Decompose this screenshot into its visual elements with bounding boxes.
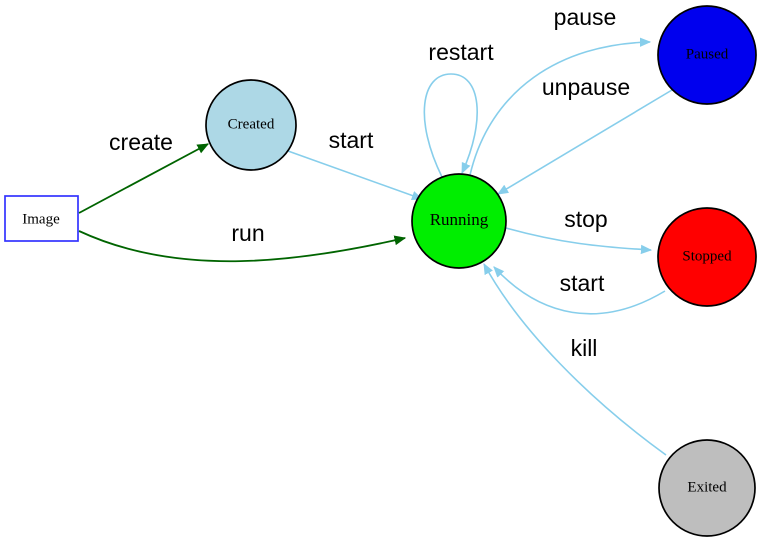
- node-stopped[interactable]: Stopped: [657, 207, 757, 307]
- edge-label-restart: restart: [428, 39, 494, 65]
- node-running-circle: [411, 173, 507, 269]
- node-created-label: Created: [228, 116, 275, 132]
- node-exited[interactable]: Exited: [658, 439, 756, 537]
- node-stopped-circle: [657, 207, 757, 307]
- edge-unpause-path: [497, 89, 673, 195]
- edge-restart[interactable]: restart: [423, 39, 494, 178]
- edge-label-create: create: [109, 129, 173, 155]
- node-image-rect: [4, 195, 79, 242]
- edge-create[interactable]: create: [78, 129, 210, 214]
- edge-kill[interactable]: kill: [483, 263, 667, 456]
- edge-label-pause: pause: [554, 4, 617, 30]
- edge-start-created-path: [287, 150, 424, 201]
- node-exited-label: Exited: [687, 479, 727, 495]
- edge-run[interactable]: run: [78, 220, 407, 263]
- edge-pause-path: [469, 37, 652, 176]
- edge-label-stop: stop: [564, 206, 607, 232]
- node-running-label: Running: [430, 210, 489, 229]
- edge-restart-path: [423, 73, 478, 178]
- node-paused-label: Paused: [686, 46, 729, 62]
- node-image-label: Image: [22, 211, 60, 227]
- node-image[interactable]: Image: [4, 195, 79, 242]
- edge-label-start-created: start: [329, 127, 374, 153]
- node-created[interactable]: Created: [205, 79, 297, 171]
- node-stopped-label: Stopped: [682, 248, 732, 264]
- edge-stop[interactable]: stop: [505, 206, 653, 255]
- edge-stop-path: [505, 227, 653, 255]
- edge-start-stopped[interactable]: start: [493, 266, 666, 315]
- edge-create-path: [78, 143, 210, 214]
- node-exited-circle: [658, 439, 756, 537]
- edge-start-stopped-path: [493, 266, 666, 315]
- edge-label-run: run: [231, 220, 264, 246]
- node-running[interactable]: Running: [411, 173, 507, 269]
- edge-run-path: [78, 230, 407, 263]
- node-paused[interactable]: Paused: [657, 5, 757, 105]
- edge-kill-path: [483, 263, 667, 456]
- edge-pause[interactable]: pause: [469, 4, 652, 176]
- edge-start-created[interactable]: start: [287, 127, 424, 201]
- edge-label-kill: kill: [571, 335, 598, 361]
- node-created-circle: [205, 79, 297, 171]
- edge-unpause[interactable]: unpause: [497, 74, 673, 195]
- edge-label-unpause: unpause: [542, 74, 630, 100]
- edge-label-start-stopped: start: [560, 270, 605, 296]
- node-paused-circle: [657, 5, 757, 105]
